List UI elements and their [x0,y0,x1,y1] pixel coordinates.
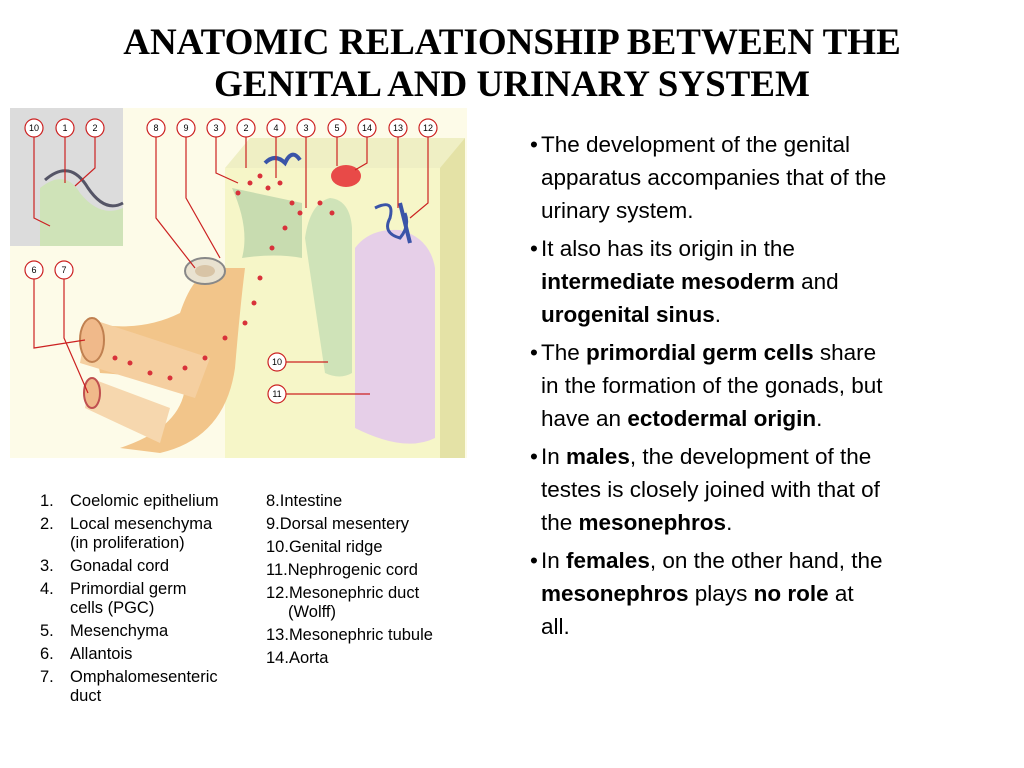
svg-text:9: 9 [183,123,188,133]
legend-item: 3.Gonadal cord [40,557,170,575]
slide-title: ANATOMIC RELATIONSHIP BETWEEN THE GENITA… [0,22,1024,106]
svg-text:10: 10 [29,123,39,133]
svg-text:1: 1 [62,123,67,133]
callout-5: 5 [327,118,347,138]
callout-9: 9 [176,118,196,138]
svg-text:5: 5 [334,123,339,133]
callout-4: 4 [266,118,286,138]
callout-13: 13 [388,118,408,138]
duct-tube [85,378,170,443]
bullet-item-4: • In males, the development of the teste… [530,440,1010,539]
legend-item: 13.Mesonephric tubule [266,626,433,644]
callout-12: 12 [418,118,438,138]
callout-1: 1 [55,118,75,138]
bullet-item-2: • It also has its origin in the intermed… [530,232,1010,331]
svg-text:11: 11 [272,389,281,399]
callout-6: 6 [24,260,44,280]
svg-text:13: 13 [393,123,403,133]
term-primordial-germ-cells: primordial germ cells [586,340,814,365]
callout-10: 10 [267,352,287,372]
bullet-list: • The development of the genital apparat… [530,128,1010,648]
title-line-1: ANATOMIC RELATIONSHIP BETWEEN THE [123,22,901,63]
legend-item: 11.Nephrogenic cord [266,561,418,579]
term-intermediate-mesoderm: intermediate mesoderm [541,269,795,294]
callout-11: 11 [267,384,287,404]
callout-3b: 3 [296,118,316,138]
legend-item: 2.Local mesenchyma(in proliferation) [40,515,213,552]
callout-2-inset: 2 [85,118,105,138]
legend-item: 14.Aorta [266,649,329,667]
title-line-2: GENITAL AND URINARY SYSTEM [214,64,810,105]
aorta [331,165,361,187]
svg-text:7: 7 [61,265,66,275]
tissue-block-side [440,138,465,458]
pgc-dots [112,173,335,381]
inset-border [44,169,124,208]
callout-3: 3 [206,118,226,138]
legend-item: 9.Dorsal mesentery [266,515,410,533]
svg-text:2: 2 [92,123,97,133]
nephrogenic-cord [355,229,435,444]
legend-item: 8.Intestine [266,492,343,510]
svg-text:14: 14 [362,123,372,133]
bullet-item-1: • The development of the genital apparat… [530,128,1010,227]
legend-item: 6.Allantois [40,645,133,663]
svg-text:12: 12 [423,123,433,133]
term-females: females [566,548,650,573]
callout-14: 14 [357,118,377,138]
vessel-loop [263,152,302,167]
callout-10-inset: 10 [24,118,44,138]
svg-text:3: 3 [213,123,218,133]
legend-item: 10.Genital ridge [266,538,383,556]
bullet-item-5: • In females, on the other hand, the mes… [530,544,1010,643]
term-urogenital-sinus: urogenital sinus [541,302,715,327]
bullet-item-3: • The primordial germ cells share in the… [530,336,1010,435]
callout-7: 7 [54,260,74,280]
intestine-core [195,265,215,277]
legend-item: 5.Mesenchyma [40,622,169,640]
bullet-symbol: • [530,340,538,365]
callout-8: 8 [146,118,166,138]
term-males: males [566,444,630,469]
svg-text:2: 2 [243,123,248,133]
legend-item: 12.Mesonephric duct(Wolff) [266,584,420,621]
bullet-symbol: • [530,444,538,469]
term-ectodermal-origin: ectodermal origin [627,406,817,431]
bullet-symbol: • [530,548,538,573]
term-no-role: no role [753,581,829,606]
callouts-left: 6 7 [24,260,74,280]
legend-right: 8.Intestine 9.Dorsal mesentery 10.Genita… [266,492,433,672]
bullet-symbol: • [530,132,538,157]
legend-left: 1.Coelomic epithelium 2.Local mesenchyma… [40,492,219,710]
svg-text:4: 4 [273,123,278,133]
anatomy-diagram: 10 1 2 8 9 3 2 4 3 5 14 13 12 6 7 10 11 [10,108,467,458]
allantois-opening [79,317,105,363]
svg-text:10: 10 [272,357,282,367]
svg-text:3: 3 [303,123,308,133]
svg-text:8: 8 [153,123,158,133]
legend-item: 1.Coelomic epithelium [40,492,219,510]
svg-text:6: 6 [31,265,36,275]
duct-opening [83,377,101,409]
genital-ridge [305,198,352,377]
inset-epithelium [40,179,123,246]
mesonephric-duct [398,202,412,244]
callouts-mid: 10 11 [267,352,287,404]
mesentery-shade [232,188,302,258]
term-mesonephros: mesonephros [578,510,727,535]
leader-lines [33,137,429,395]
callout-2: 2 [236,118,256,138]
allantois-tube [80,318,210,398]
bullet-symbol: • [530,236,538,261]
term-mesonephros-2: mesonephros [541,581,689,606]
